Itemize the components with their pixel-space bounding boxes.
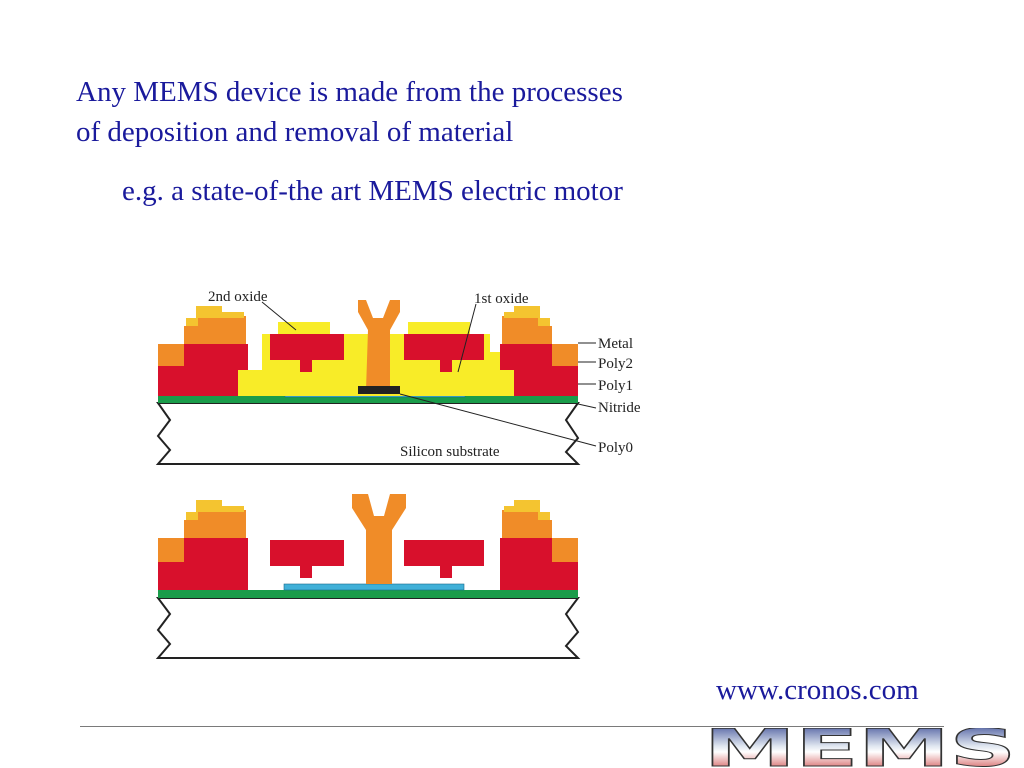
right-rotor-arm (404, 334, 484, 372)
silicon-substrate-shape (155, 402, 581, 465)
right-poly1-block-released (500, 538, 578, 590)
left-poly1-block-released (158, 538, 248, 590)
mems-logo: MEMS (704, 728, 1017, 768)
website-url: www.cronos.com (716, 674, 919, 706)
left-poly2-block-released (158, 510, 246, 562)
label-nitride: Nitride (598, 400, 641, 416)
left-metal-cap (186, 306, 244, 326)
heading-line-2: of deposition and removal of material (76, 116, 514, 148)
poly0-layer-released (283, 583, 465, 591)
label-metal: Metal (598, 336, 633, 352)
nitride-layer (158, 396, 578, 403)
right-rotor-arm-released (404, 540, 484, 578)
heading-line-1: Any MEMS device is made from the process… (76, 76, 623, 108)
right-poly1-block (500, 344, 578, 396)
diagram-released (155, 494, 581, 659)
right-metal-cap-released (504, 500, 550, 520)
label-poly2: Poly2 (598, 356, 633, 372)
left-metal-cap-released (186, 500, 244, 520)
hub-base (358, 386, 400, 394)
label-poly0: Poly0 (598, 440, 633, 456)
logo-text: MEMS (704, 728, 1016, 768)
label-first-oxide: 1st oxide (474, 291, 529, 307)
example-text: e.g. a state-of-the art MEMS electric mo… (122, 175, 623, 207)
footer-divider (80, 726, 944, 727)
silicon-substrate-shape-released (155, 597, 581, 659)
heading-text: Any MEMS device is made from the process… (76, 72, 776, 152)
nitride-layer-released (158, 590, 578, 598)
left-rotor-arm-released (270, 540, 344, 578)
left-poly1-block (158, 344, 248, 396)
central-hub-released (352, 494, 406, 584)
left-rotor-arm (270, 334, 344, 372)
right-metal-cap (504, 306, 550, 326)
label-silicon-substrate: Silicon substrate (400, 444, 500, 460)
label-poly1: Poly1 (598, 378, 633, 394)
right-poly2-block-released (502, 510, 578, 562)
top-leader-lines (261, 301, 597, 447)
left-poly2-block (158, 316, 246, 366)
central-hub (358, 300, 400, 390)
diagram-with-oxides: 2nd oxide 1st oxide Metal Poly2 Poly1 Ni… (155, 289, 641, 465)
label-second-oxide: 2nd oxide (208, 289, 268, 305)
right-poly2-block (502, 316, 578, 366)
